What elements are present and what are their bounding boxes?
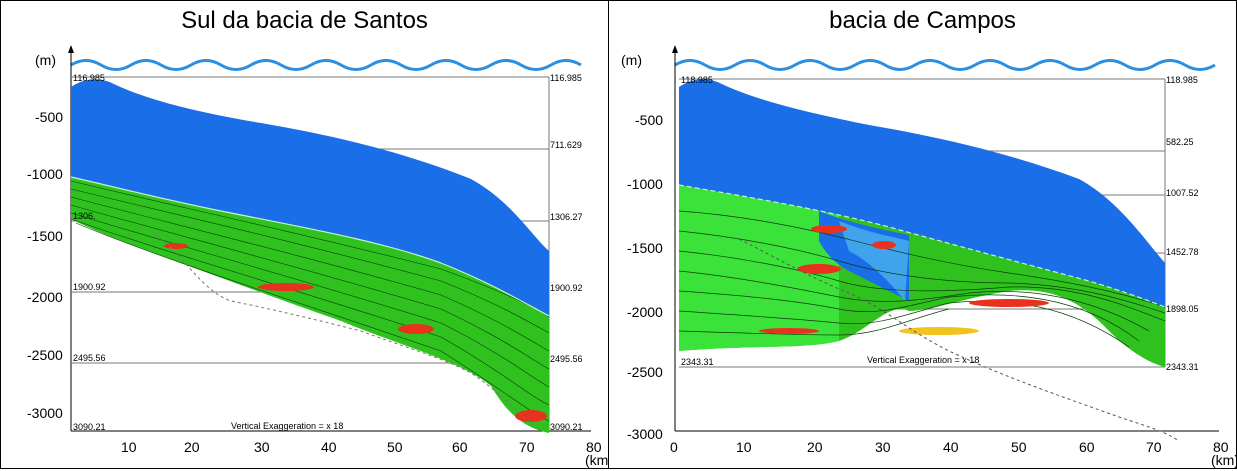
depth-label-right: 1898.05 [1166, 304, 1199, 314]
y-tick: -2000 [627, 304, 663, 320]
water-column [679, 79, 1165, 307]
depth-label-right: 2495.56 [550, 354, 583, 364]
y-tick: -500 [635, 112, 663, 128]
x-tick: 70 [1146, 439, 1162, 455]
depth-label-left: 1900.92 [73, 282, 106, 292]
sea-surface-wave [70, 59, 582, 71]
x-tick: 50 [1011, 439, 1027, 455]
depth-label-right: 1007.52 [1166, 188, 1199, 198]
x-tick: 70 [519, 439, 535, 455]
depth-label-right: 3090.21 [550, 422, 583, 432]
y-tick: -3000 [27, 405, 63, 421]
strata-lines [678, 210, 1166, 348]
panel-title: Sul da bacia de Santos [181, 7, 428, 34]
strata-lines [70, 180, 550, 422]
depth-label-left: 2343.31 [681, 357, 714, 367]
depth-label-right: 2343.31 [1166, 362, 1199, 372]
x-tick: 20 [184, 439, 200, 455]
santos-section-plot: (m) -500 -1000 -1500 -2000 -2500 -3000 1… [27, 45, 610, 468]
x-tick: 80 [1213, 439, 1229, 455]
depth-label-right: 1306.27 [550, 212, 583, 222]
depth-label-left: 1306. [73, 211, 96, 221]
campos-section-plot: (m) -500 -1000 -1500 -2000 -2500 -3000 0… [621, 45, 1237, 468]
y-unit-label: (m) [621, 52, 642, 68]
x-tick: 0 [670, 439, 678, 455]
x-tick: 40 [321, 439, 337, 455]
y-tick: -1500 [627, 240, 663, 256]
x-tick: 20 [807, 439, 823, 455]
y-tick: -1000 [627, 176, 663, 192]
panel-title: bacia de Campos [829, 7, 1016, 34]
depth-label-left: 3090.21 [73, 422, 106, 432]
x-tick: 10 [121, 439, 137, 455]
y-unit-label: (m) [35, 52, 56, 68]
hot-zones [759, 225, 1049, 335]
y-tick: -2000 [27, 289, 63, 305]
basement-dashed-line [150, 230, 542, 432]
hot-zones [164, 243, 547, 422]
depth-label-right: 1452.78 [1166, 247, 1199, 257]
x-tick: 10 [736, 439, 752, 455]
x-tick: 40 [943, 439, 959, 455]
panel-campos: bacia de Campos [608, 0, 1237, 469]
depth-label-right: 116.985 [550, 73, 582, 83]
sediment-body [71, 175, 549, 433]
panel-santos: Sul da bacia de Santos [0, 0, 610, 469]
depth-label-right: 711.629 [550, 140, 582, 150]
x-tick: 30 [254, 439, 270, 455]
y-tick: -500 [35, 109, 63, 125]
y-tick: -1000 [27, 166, 63, 182]
x-unit-label: (km) [1211, 452, 1237, 468]
depth-label-right: 582.25 [1166, 137, 1194, 147]
depth-label-left: 2495.56 [73, 353, 106, 363]
x-tick: 50 [387, 439, 403, 455]
depth-label-right: 118.985 [1166, 75, 1198, 85]
y-tick: -2500 [27, 347, 63, 363]
depth-label-left: 116.985 [73, 73, 105, 83]
y-tick: -2500 [627, 364, 663, 380]
depth-label-right: 1900.92 [550, 283, 583, 293]
vertical-exaggeration-label: Vertical Exaggeration = x 18 [231, 421, 343, 431]
sea-surface-wave [674, 59, 1216, 71]
x-tick: 80 [586, 439, 602, 455]
water-column [71, 79, 549, 316]
x-unit-label: (km) [585, 452, 610, 468]
x-tick: 30 [875, 439, 891, 455]
x-tick: 60 [452, 439, 468, 455]
x-tick: 60 [1079, 439, 1095, 455]
y-tick: -3000 [627, 426, 663, 442]
vertical-exaggeration-label: Vertical Exaggeration = x 18 [867, 355, 979, 365]
y-tick: -1500 [27, 228, 63, 244]
depth-label-left: 118.985 [681, 75, 713, 85]
